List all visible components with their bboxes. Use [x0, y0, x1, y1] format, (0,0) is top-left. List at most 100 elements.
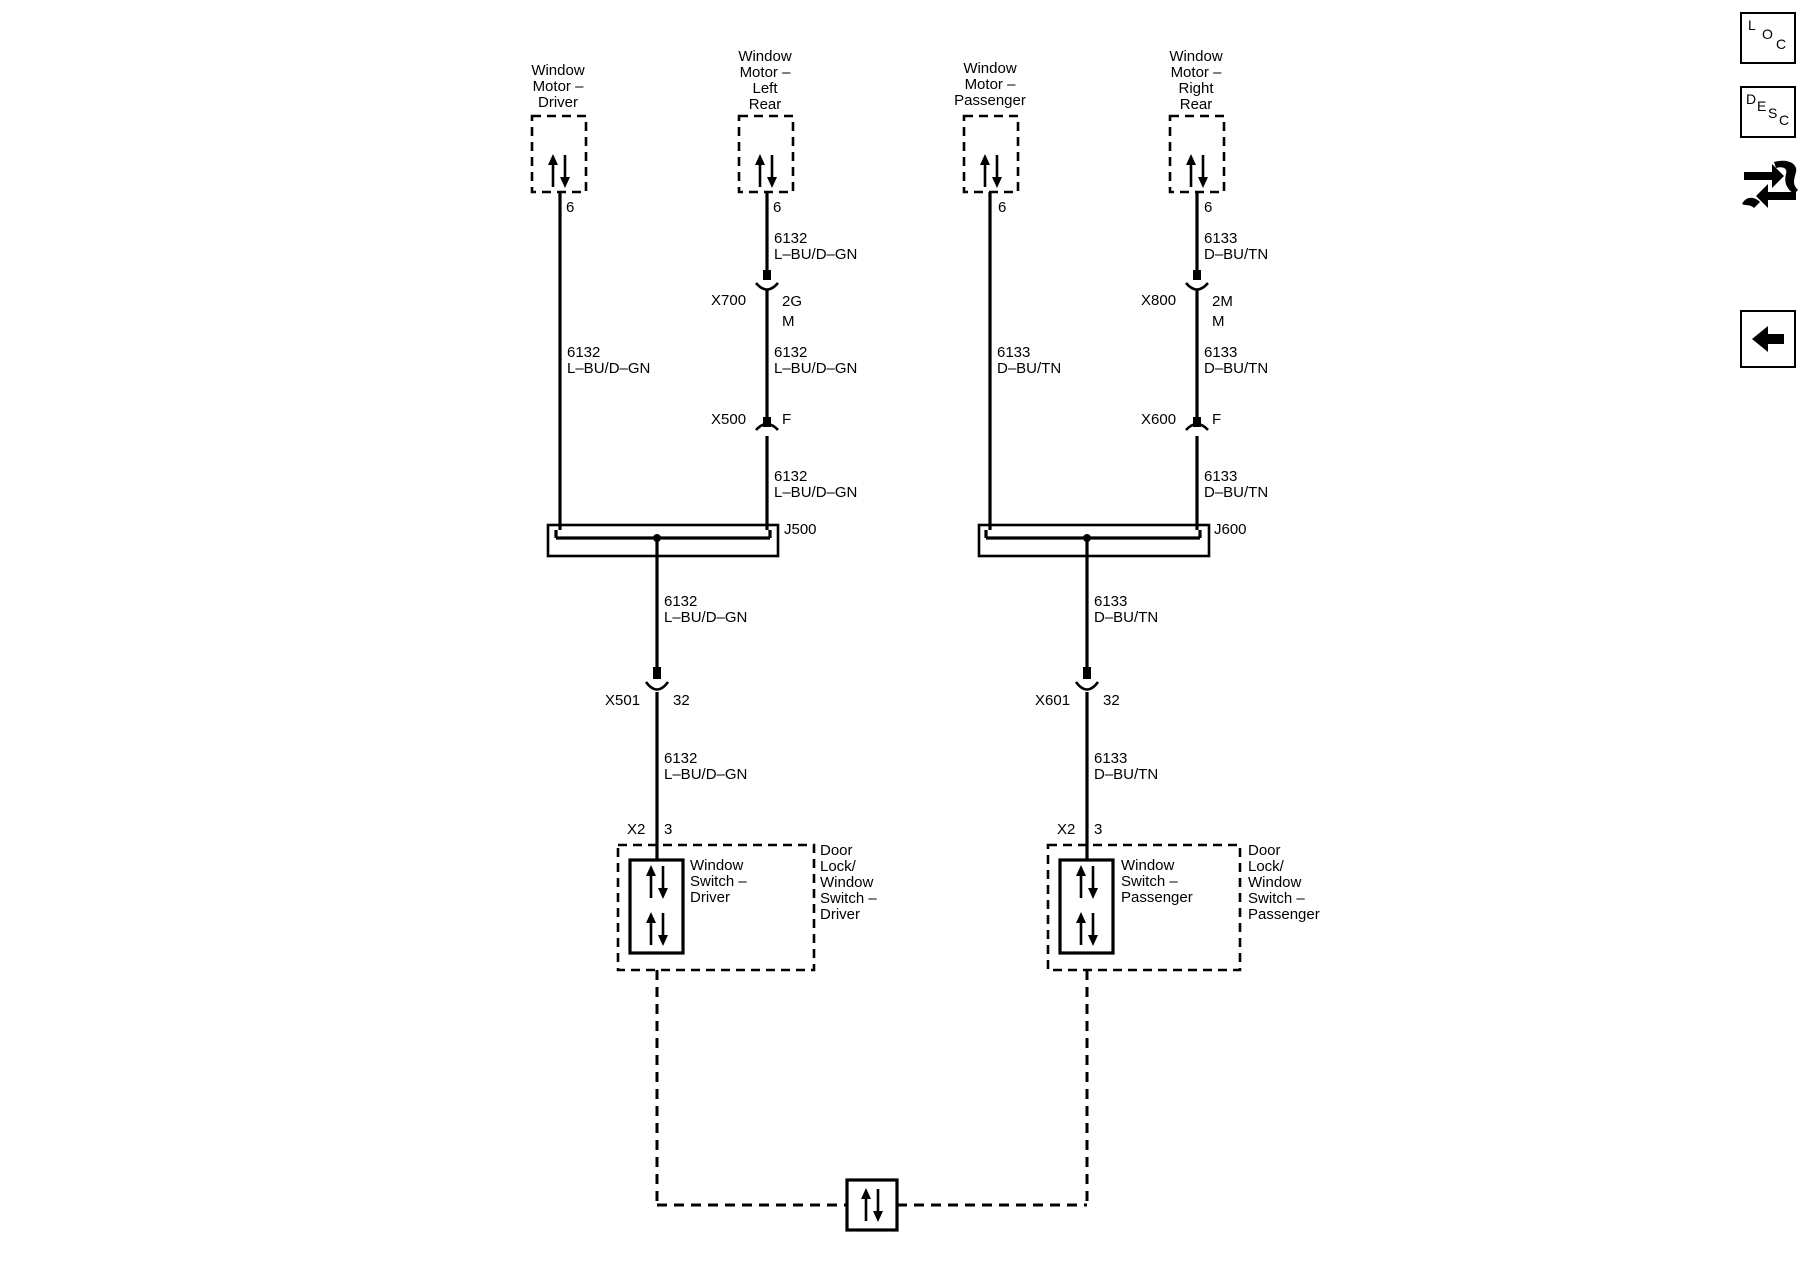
connector-x800-symbol — [1185, 282, 1209, 291]
switch-pass-box — [1058, 858, 1115, 955]
switch-communication-link — [655, 970, 1089, 1232]
connector-x700-symbol — [755, 282, 779, 291]
splice-j600: J600 — [977, 521, 1247, 558]
switch-driver-connector: X2 — [627, 821, 645, 838]
motor-pass-label-1: Window — [963, 60, 1017, 77]
connector-x700-gender: M — [782, 313, 795, 330]
switch-pass-connector: X2 — [1057, 821, 1075, 838]
switch-pass-name-3: Passenger — [1121, 889, 1193, 906]
left-connector-labels: X700 2G M X500 F X501 32 — [605, 292, 802, 709]
switch-driver-module-2: Lock/ — [820, 858, 857, 875]
switch-driver-module-4: Switch – — [820, 890, 877, 907]
wire-label-number: 6133 — [1204, 468, 1237, 485]
motor-lr-label-4: Rear — [749, 96, 782, 113]
switch-driver-module-3: Window — [820, 874, 874, 891]
splice-j600-label: J600 — [1214, 521, 1247, 538]
right-connector-labels: X800 2M M X600 F X601 32 — [1035, 292, 1233, 709]
splice-j500: J500 — [546, 521, 817, 558]
switch-driver-name-3: Driver — [690, 889, 730, 906]
motor-rr-box — [1168, 114, 1226, 194]
desc-button[interactable]: D E S C — [1740, 86, 1796, 138]
motor-pass-pin: 6 — [998, 199, 1006, 216]
updown-arrow-icon — [753, 152, 779, 190]
splice-j500-outer — [546, 523, 780, 558]
wire-label-color: D–BU/TN — [1204, 360, 1268, 377]
switch-driver-module-5: Driver — [820, 906, 860, 923]
circuit-6132-wires — [558, 192, 779, 860]
motor-pass-box — [962, 114, 1020, 194]
window-motor-passenger: Window Motor – Passenger 6 — [954, 60, 1026, 216]
switch-pass-module-4: Switch – — [1248, 890, 1305, 907]
motor-rr-label-2: Motor – — [1171, 64, 1223, 81]
wire-label-number: 6132 — [664, 593, 697, 610]
switch-pass-pin: 3 — [1094, 821, 1102, 838]
wire-label-color: D–BU/TN — [1094, 609, 1158, 626]
back-arrow-icon — [1752, 326, 1784, 352]
connector-x700-pin: 2G — [782, 293, 802, 310]
wire-label-number: 6133 — [1094, 750, 1127, 767]
switch-pass-module-1: Door — [1248, 842, 1281, 859]
switch-driver-box — [628, 858, 685, 955]
window-motor-right-rear: Window Motor – Right Rear 6 — [1168, 48, 1226, 216]
updown-arrow-icon — [546, 152, 572, 190]
motor-rr-pin: 6 — [1204, 199, 1212, 216]
switch-driver-pin: 3 — [664, 821, 672, 838]
wire-label-number: 6132 — [774, 230, 807, 247]
motor-rr-label-4: Rear — [1180, 96, 1213, 113]
switch-driver-name-2: Switch – — [690, 873, 747, 890]
wire-label-number: 6132 — [774, 344, 807, 361]
wire-label-color: D–BU/TN — [1204, 246, 1268, 263]
connector-x500-id: X500 — [711, 411, 746, 428]
connector-x500-symbol — [755, 422, 779, 431]
motor-driver-label-3: Driver — [538, 94, 578, 111]
connector-x601-symbol — [1074, 681, 1100, 691]
connector-x601-pin: 32 — [1103, 692, 1120, 709]
connector-x601-id: X601 — [1035, 692, 1070, 709]
circuit-6133-wires — [988, 192, 1209, 860]
circuit-6132-labels: 6132 L–BU/D–GN 6132 L–BU/D–GN 6132 L–BU/… — [567, 230, 857, 783]
motor-driver-box — [530, 114, 588, 194]
switch-pass-module-box — [1046, 843, 1242, 972]
link-module-box — [845, 1178, 899, 1232]
switch-pass-name-1: Window — [1121, 857, 1175, 874]
switch-pass-module-2: Lock/ — [1248, 858, 1285, 875]
connector-x800-pin: 2M — [1212, 293, 1233, 310]
connector-x501-symbol — [644, 681, 670, 691]
connector-end-view-button[interactable] — [1740, 150, 1800, 214]
connector-plug-icon — [1742, 160, 1798, 208]
window-motor-left-rear: Window Motor – Left Rear 6 — [737, 48, 795, 216]
switch-pass-module-5: Passenger — [1248, 906, 1320, 923]
connector-x501-id: X501 — [605, 692, 640, 709]
wire-label-color: D–BU/TN — [1094, 766, 1158, 783]
circuit-6133-labels: 6133 D–BU/TN 6133 D–BU/TN 6133 D–BU/TN 6… — [997, 230, 1268, 783]
connector-x501-pin: 32 — [673, 692, 690, 709]
wire-label-number: 6132 — [664, 750, 697, 767]
motor-pass-label-3: Passenger — [954, 92, 1026, 109]
connector-x600-gender: F — [1212, 411, 1221, 428]
motor-driver-label-1: Window — [531, 62, 585, 79]
splice-j500-label: J500 — [784, 521, 817, 538]
motor-driver-label-2: Motor – — [533, 78, 585, 95]
motor-pass-label-2: Motor – — [965, 76, 1017, 93]
door-lock-window-switch-passenger: X2 3 Window Switch – Passenger Door Lock… — [1046, 821, 1320, 972]
motor-lr-label-3: Left — [752, 80, 778, 97]
back-button[interactable] — [1740, 310, 1796, 368]
wire-label-color: D–BU/TN — [997, 360, 1061, 377]
updown-arrow-icon — [978, 152, 1004, 190]
motor-rr-label-1: Window — [1169, 48, 1223, 65]
wire-label-color: L–BU/D–GN — [567, 360, 650, 377]
motor-rr-label-3: Right — [1178, 80, 1214, 97]
wire-label-number: 6133 — [1094, 593, 1127, 610]
connector-x800-gender: M — [1212, 313, 1225, 330]
switch-driver-module-1: Door — [820, 842, 853, 859]
wire-label-number: 6133 — [1204, 230, 1237, 247]
loc-button[interactable]: L O C — [1740, 12, 1796, 64]
wire-label-number: 6133 — [1204, 344, 1237, 361]
switch-driver-name-1: Window — [690, 857, 744, 874]
wire-label-number: 6133 — [997, 344, 1030, 361]
wire-label-color: L–BU/D–GN — [774, 484, 857, 501]
motor-driver-pin: 6 — [566, 199, 574, 216]
motor-lr-label-2: Motor – — [740, 64, 792, 81]
wire-label-color: L–BU/D–GN — [774, 360, 857, 377]
